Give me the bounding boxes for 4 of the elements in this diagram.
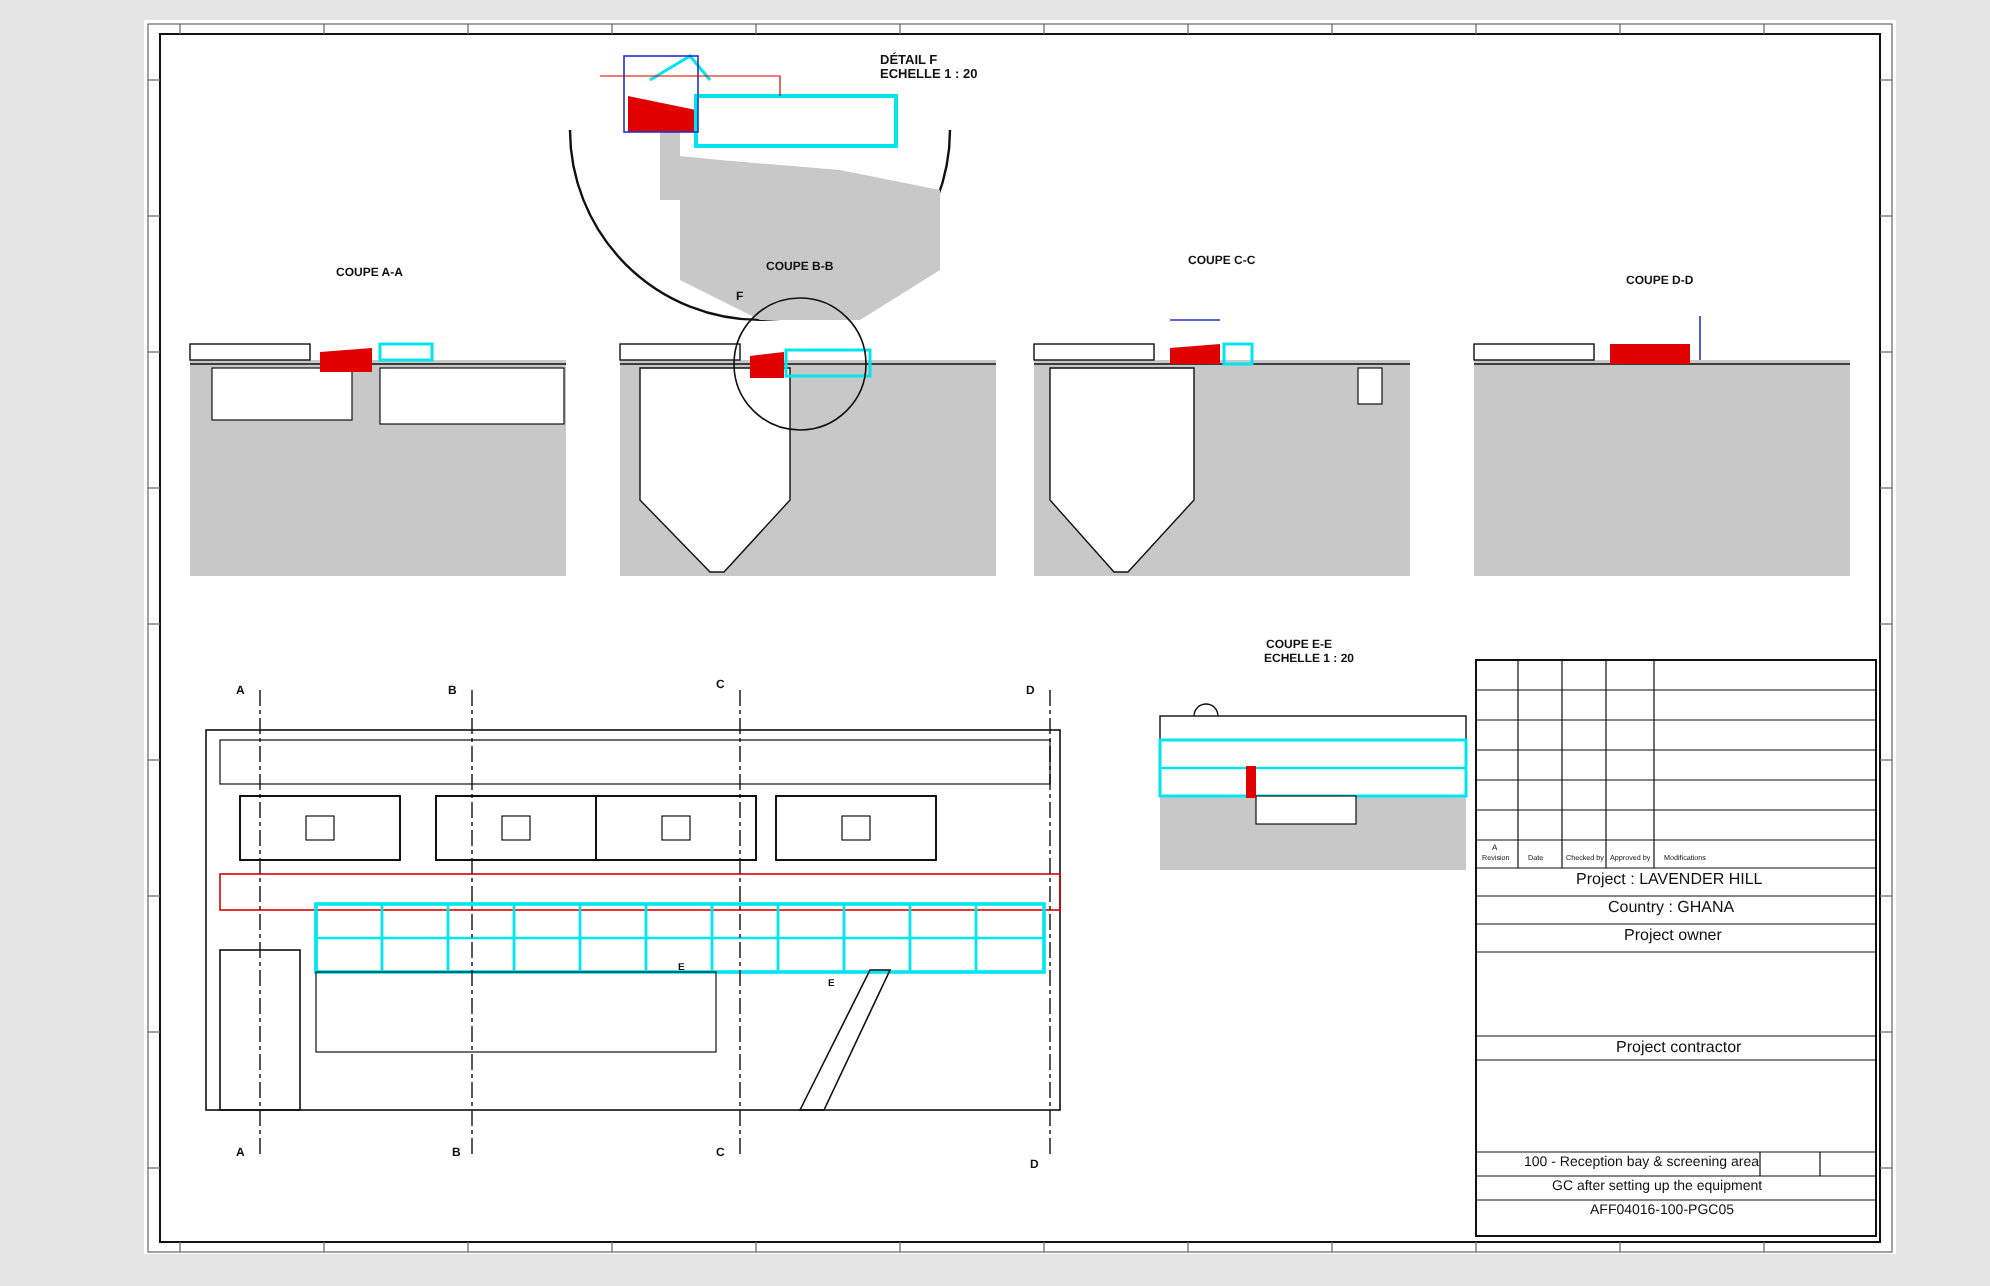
section-heading: Project contractor <box>1616 1040 1742 1058</box>
section-heading: Project owner <box>1624 928 1722 946</box>
country-name: Country : GHANA <box>1608 900 1735 918</box>
project-name: Project : LAVENDER HILL <box>1576 872 1763 890</box>
